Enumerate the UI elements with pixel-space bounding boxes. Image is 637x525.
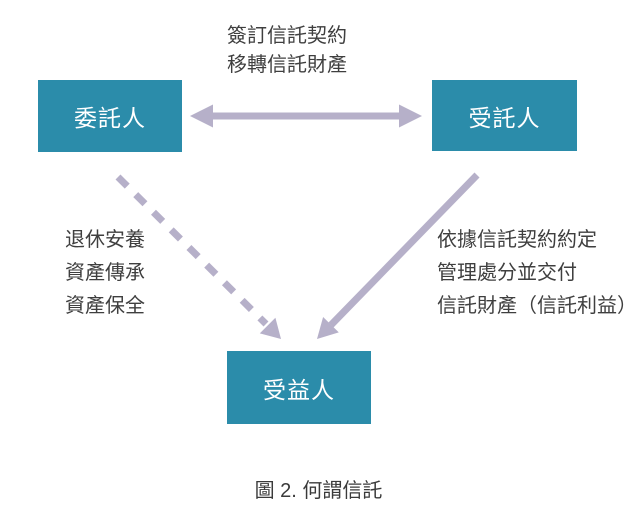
edge-label-management-line1: 依據信託契約約定	[437, 229, 597, 251]
node-beneficiary-label: 受益人	[263, 376, 335, 403]
edge-label-purposes-line3: 資產保全	[65, 295, 145, 317]
edge-label-management: 依據信託契約約定 管理處分並交付 信託財產（信託利益）	[437, 224, 637, 323]
figure-caption: 圖 2. 何謂信託	[254, 480, 383, 502]
double-arrow	[190, 104, 422, 128]
node-trustor-label: 委託人	[74, 105, 146, 131]
edge-label-purposes-line2: 資產傳承	[65, 262, 145, 284]
node-trustee-label: 受託人	[468, 104, 541, 131]
edge-label-contract: 簽訂信託契約 移轉信託財產	[227, 22, 347, 80]
edge-label-contract-line1: 簽訂信託契約	[227, 25, 347, 47]
edge-label-purposes: 退休安養 資產傳承 資產保全	[65, 224, 145, 323]
node-beneficiary: 受益人	[227, 351, 371, 424]
edge-label-contract-line2: 移轉信託財產	[227, 54, 347, 76]
edge-label-management-line3: 信託財產（信託利益）	[437, 295, 637, 317]
node-trustee: 受託人	[432, 80, 577, 151]
node-trustor: 委託人	[38, 80, 182, 152]
solid-arrow	[317, 172, 480, 339]
edge-label-purposes-line1: 退休安養	[65, 229, 145, 251]
edge-label-management-line2: 管理處分並交付	[437, 262, 577, 284]
dashed-arrow	[115, 174, 281, 339]
